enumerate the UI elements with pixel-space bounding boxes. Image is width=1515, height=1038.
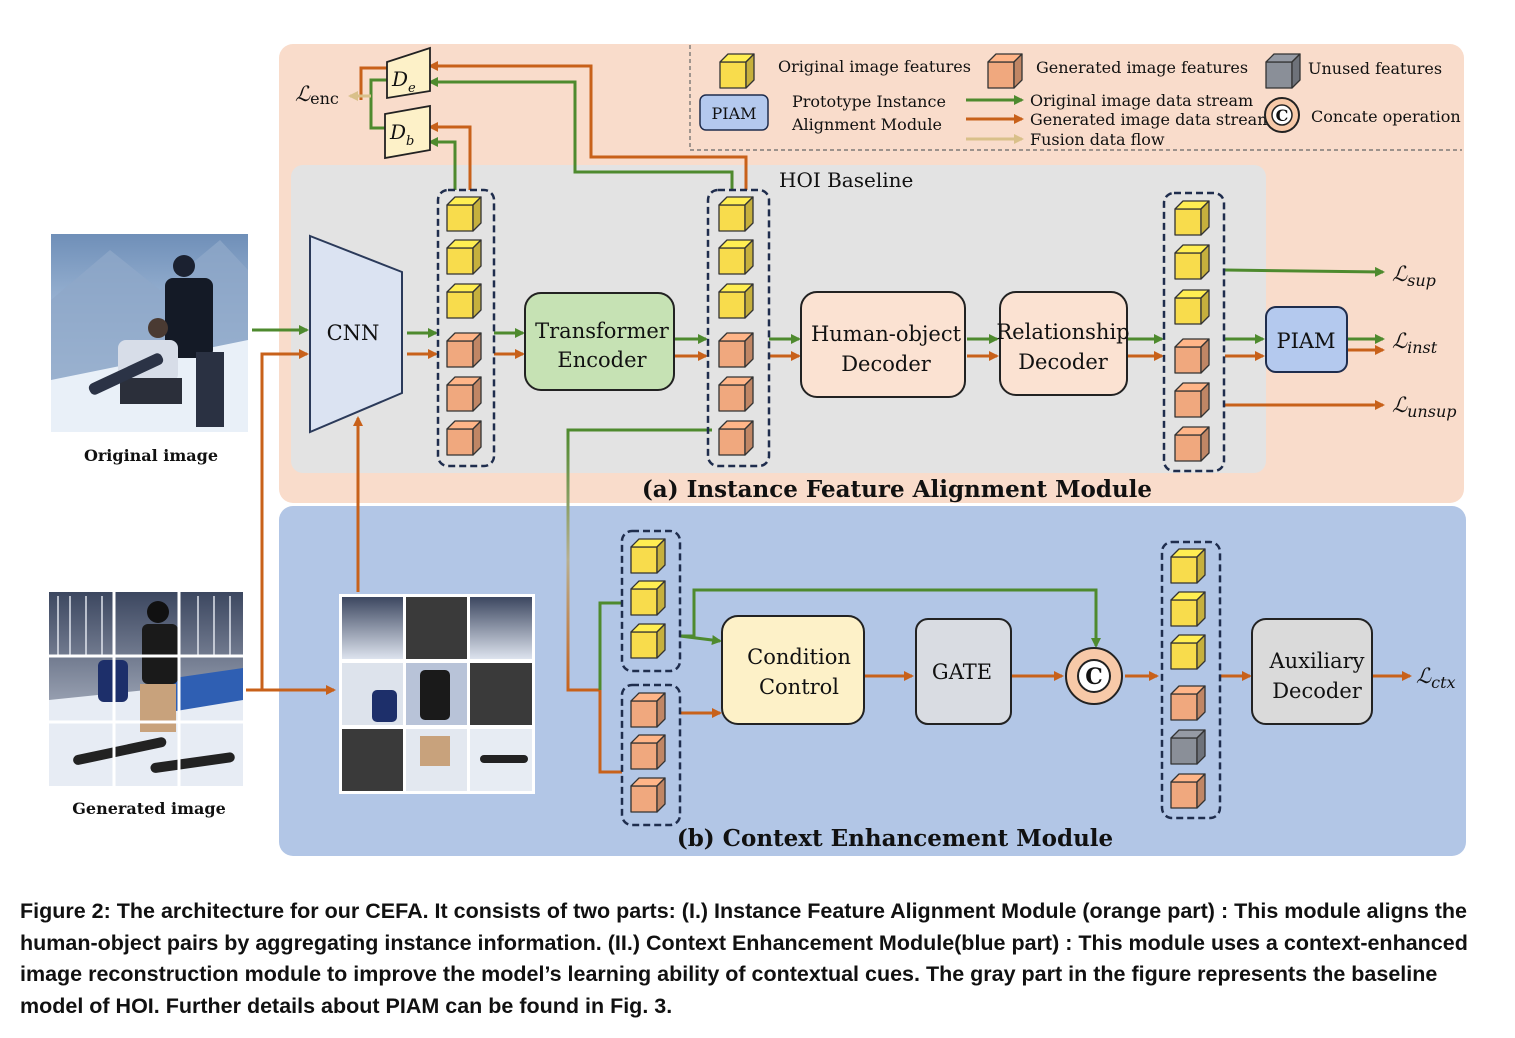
feature-cube-original — [446, 239, 482, 275]
aux-decoder-label-1: Auxiliary — [1268, 649, 1364, 673]
feature-cube-original — [1170, 634, 1206, 670]
generated-image — [49, 592, 243, 786]
feature-cube-generated — [630, 692, 666, 728]
feature-cube-original — [446, 196, 482, 232]
generated-image-label: Generated image — [72, 799, 226, 818]
loss-unsup: ℒunsup — [1392, 393, 1457, 421]
feature-cube-original — [718, 283, 754, 319]
de-label: De — [391, 67, 416, 96]
feature-cube-original — [446, 283, 482, 319]
feature-cube-generated — [630, 777, 666, 813]
rel-decoder-label-2: Decoder — [1018, 350, 1109, 374]
condition-control-block — [721, 615, 865, 725]
architecture-diagram: Original image features Generated image … — [49, 44, 1466, 856]
original-feature-icon — [719, 53, 755, 89]
cem-title: (b) Context Enhancement Module — [677, 825, 1113, 852]
legend-concat-label: Concate operation — [1311, 107, 1461, 126]
relationship-decoder-block — [999, 291, 1128, 396]
loss-sup: ℒsup — [1392, 262, 1436, 290]
human-object-decoder-block — [800, 291, 966, 398]
rel-decoder-label-1: Relationship — [996, 320, 1129, 344]
feature-cube-original — [630, 580, 666, 616]
feature-cube-original — [718, 196, 754, 232]
legend: Original image features Generated image … — [699, 53, 1461, 149]
legend-piam-label: PIAM — [711, 104, 756, 123]
legend-border — [689, 45, 1462, 151]
feature-cube-original — [1174, 244, 1210, 280]
feature-cube-original — [630, 538, 666, 574]
legend-generated-stream: Generated image data stream — [1030, 110, 1272, 129]
de-discriminator — [386, 46, 431, 100]
cnn-feature-stack — [436, 188, 496, 468]
feature-cube-generated — [1174, 338, 1210, 374]
feature-cubes — [446, 196, 1210, 813]
feature-cube-unused — [1170, 729, 1206, 765]
original-image-label: Original image — [84, 446, 218, 465]
cem-output-stack — [1160, 540, 1222, 820]
piam-label: PIAM — [1276, 329, 1335, 353]
encoder-feature-stack — [706, 188, 771, 468]
feature-cube-generated — [718, 420, 754, 456]
feature-cube-original — [1170, 591, 1206, 627]
feature-cube-original — [718, 239, 754, 275]
ho-decoder-label-1: Human-object — [811, 322, 962, 346]
generated-feature-icon — [987, 53, 1023, 89]
feature-cube-generated — [446, 332, 482, 368]
feature-cube-generated — [446, 376, 482, 412]
loss-inst: ℒinst — [1392, 329, 1438, 357]
legend-original-features: Original image features — [778, 57, 971, 76]
legend-concat-inner — [1271, 104, 1293, 126]
condition-label-2: Control — [759, 675, 839, 699]
masked-image — [339, 594, 535, 794]
legend-generated-features: Generated image features — [1036, 58, 1248, 77]
cem-original-stack — [620, 529, 682, 673]
legend-piam-box — [699, 94, 769, 131]
feature-cube-generated — [1174, 426, 1210, 462]
db-label: Db — [389, 120, 414, 149]
concat-symbol: C — [1085, 664, 1103, 690]
cem-generated-stack — [620, 683, 682, 827]
loss-ctx: ℒctx — [1416, 664, 1456, 692]
transformer-label-2: Encoder — [557, 348, 647, 372]
feature-cube-generated — [630, 734, 666, 770]
feature-cube-generated — [1174, 382, 1210, 418]
feature-cube-original — [630, 623, 666, 659]
feature-cube-generated — [1170, 685, 1206, 721]
feature-cube-generated — [718, 332, 754, 368]
piam-block — [1265, 306, 1348, 373]
transformer-encoder-block — [524, 292, 675, 391]
legend-piam-desc-2: Alignment Module — [791, 115, 942, 134]
ho-decoder-label-2: Decoder — [841, 352, 932, 376]
concat-operation-inner — [1077, 659, 1111, 693]
cnn-label: CNN — [327, 321, 380, 345]
db-discriminator — [384, 104, 431, 160]
aux-decoder-label-2: Decoder — [1272, 679, 1363, 703]
legend-fusion-flow: Fusion data flow — [1030, 130, 1165, 149]
feature-cube-original — [1174, 289, 1210, 325]
gate-block — [915, 618, 1012, 725]
condition-label-1: Condition — [747, 645, 851, 669]
transformer-label-1: Transformer — [535, 319, 670, 343]
loss-enc: ℒenc — [295, 82, 339, 108]
legend-piam-desc-1: Prototype Instance — [792, 92, 946, 111]
feature-cube-generated — [1170, 773, 1206, 809]
unused-feature-icon — [1265, 53, 1301, 89]
feature-cube-generated — [718, 376, 754, 412]
feature-cube-generated — [446, 420, 482, 456]
cnn-block — [309, 234, 403, 434]
hoi-baseline-title: HOI Baseline — [779, 168, 913, 192]
figure-caption: Figure 2: The architecture for our CEFA.… — [20, 899, 1468, 1018]
auxiliary-decoder-block — [1251, 618, 1373, 725]
legend-concat-symbol: C — [1276, 106, 1289, 125]
ifam-title: (a) Instance Feature Alignment Module — [642, 476, 1152, 503]
gate-label: GATE — [932, 660, 992, 684]
feature-cube-original — [1170, 548, 1206, 584]
cem-region — [279, 506, 1466, 856]
flow-arrows — [246, 61, 1412, 774]
original-image — [51, 234, 248, 432]
feature-cube-original — [1174, 200, 1210, 236]
legend-original-stream: Original image data stream — [1030, 91, 1253, 110]
legend-unused-features: Unused features — [1308, 59, 1442, 78]
